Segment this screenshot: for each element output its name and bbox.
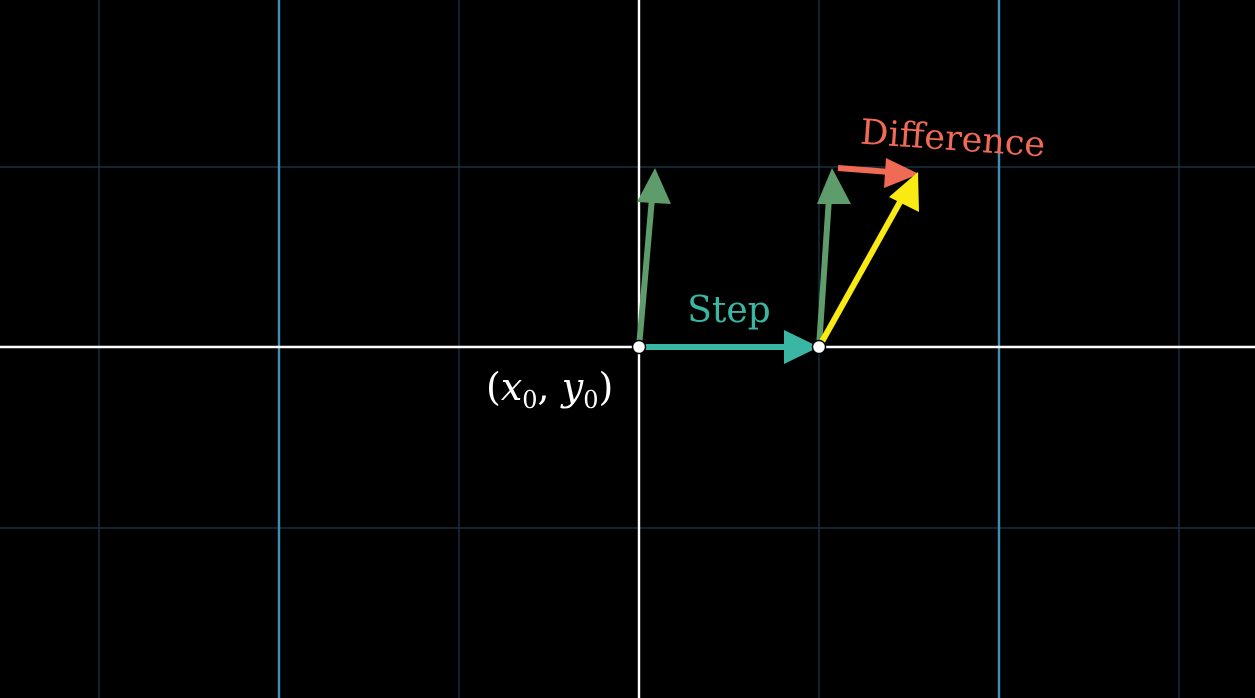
- difference-vector-shaft: [837, 165, 891, 175]
- green-vector-step: [816, 168, 851, 348]
- origin-close-paren: ): [598, 365, 613, 409]
- origin-x-subscript: 0: [522, 386, 537, 414]
- green-vector-origin: [636, 168, 671, 348]
- origin-point: [631, 339, 647, 355]
- green-vector-shaft: [636, 197, 655, 348]
- yellow-vector: [816, 172, 919, 349]
- origin-y: y: [560, 365, 584, 409]
- step-vector: [639, 330, 819, 364]
- yellow-vector-shaft: [816, 200, 903, 349]
- difference-vector-head: [884, 158, 919, 188]
- step-label: Step: [687, 290, 770, 331]
- green-vector-shaft: [816, 197, 832, 348]
- green-vector-head: [637, 168, 671, 204]
- step-vector-head: [784, 330, 819, 364]
- origin-x: x: [501, 365, 522, 409]
- green-vector-head: [817, 168, 851, 204]
- step-end-point: [811, 339, 827, 355]
- origin-open-paren: (: [486, 365, 501, 409]
- yellow-vector-head: [889, 172, 919, 212]
- origin-comma: ,: [538, 365, 562, 409]
- origin-y-subscript: 0: [583, 386, 598, 414]
- major-grid: [277, 0, 1001, 698]
- origin-point-label: (x0, y0): [486, 365, 613, 414]
- difference-vector: [837, 158, 919, 188]
